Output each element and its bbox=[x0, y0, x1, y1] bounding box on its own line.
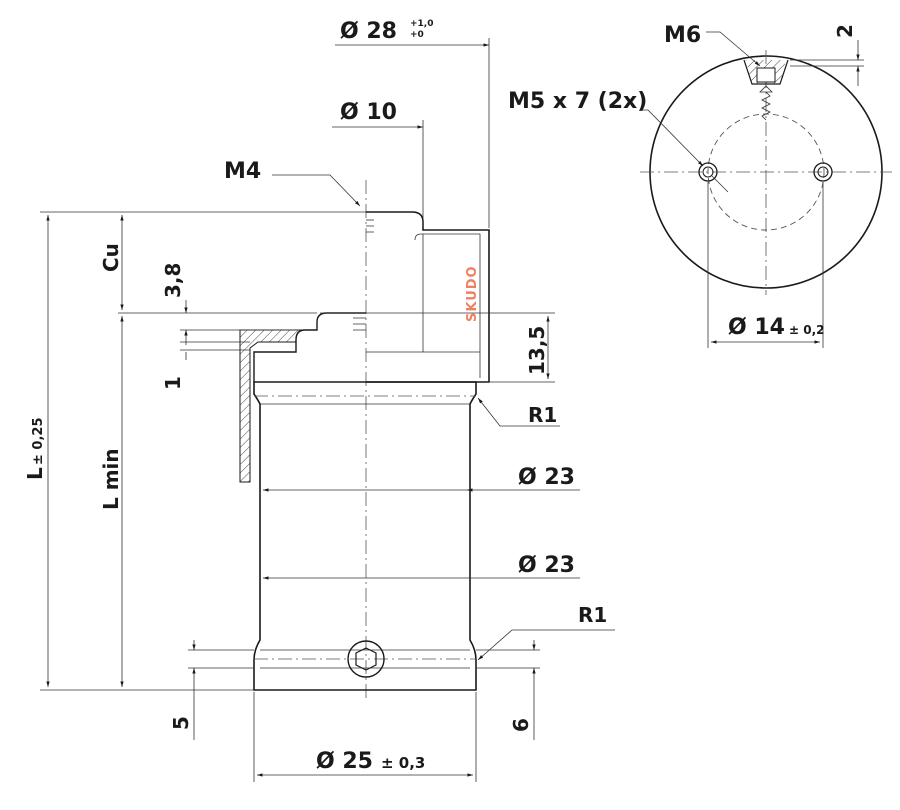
top-view: M6 2 M5 x 7 (2x) Ø 14 ± 0,2 bbox=[508, 23, 892, 348]
dim-collar-height: 13,5 bbox=[525, 326, 549, 375]
body-outline bbox=[253, 381, 477, 691]
dim-cap-diameter: Ø 10 bbox=[340, 100, 397, 125]
dim-groove-right: 6 bbox=[509, 718, 533, 732]
dim-base-tol: ± 0,3 bbox=[381, 754, 425, 772]
hatched-sleeve bbox=[239, 329, 306, 483]
dim-cu: Cu bbox=[99, 243, 123, 272]
dim-hole-spacing: Ø 14 bbox=[728, 315, 785, 340]
dim-step-height: 1 bbox=[161, 376, 185, 390]
insert-outline bbox=[253, 312, 366, 382]
dim-groove-left: 5 bbox=[169, 716, 193, 730]
dim-radius-lower: R1 bbox=[578, 603, 607, 627]
dim-gap-height: 3,8 bbox=[161, 263, 185, 298]
dim-radius-upper: R1 bbox=[528, 403, 557, 427]
brand-logo: SKUDO bbox=[465, 265, 480, 322]
hole-left-icon bbox=[698, 162, 718, 182]
dim-top-tol-lower: +0 bbox=[410, 30, 424, 40]
label-thread-m4: M4 bbox=[224, 159, 261, 184]
dim-body-diameter-1: Ø 23 bbox=[518, 465, 575, 490]
top-cap-inner bbox=[414, 233, 481, 378]
dim-hole-spacing-tol: ± 0,2 bbox=[789, 323, 825, 337]
label-holes: M5 x 7 (2x) bbox=[508, 89, 647, 114]
spring-icon bbox=[761, 91, 771, 121]
dim-total-length-tol: ± 0,25 bbox=[31, 418, 46, 466]
dim-base-diameter: Ø 25 bbox=[316, 749, 373, 774]
dim-side-offset: 2 bbox=[833, 24, 857, 38]
dim-total-length: L bbox=[23, 467, 47, 480]
screw-head-icon bbox=[347, 640, 385, 678]
dim-top-diameter: Ø 28 bbox=[340, 19, 397, 44]
side-view: Ø 28 +1,0 +0 Ø 10 M4 L ± 0,25 Cu L min 3… bbox=[23, 19, 615, 782]
label-thread-m6: M6 bbox=[664, 23, 701, 48]
dim-top-tol-upper: +1,0 bbox=[410, 19, 433, 29]
dim-min-length: L min bbox=[99, 448, 123, 510]
dim-body-diameter-2: Ø 23 bbox=[518, 553, 575, 578]
hole-right-icon bbox=[813, 162, 833, 182]
top-cap-outline bbox=[366, 211, 490, 383]
